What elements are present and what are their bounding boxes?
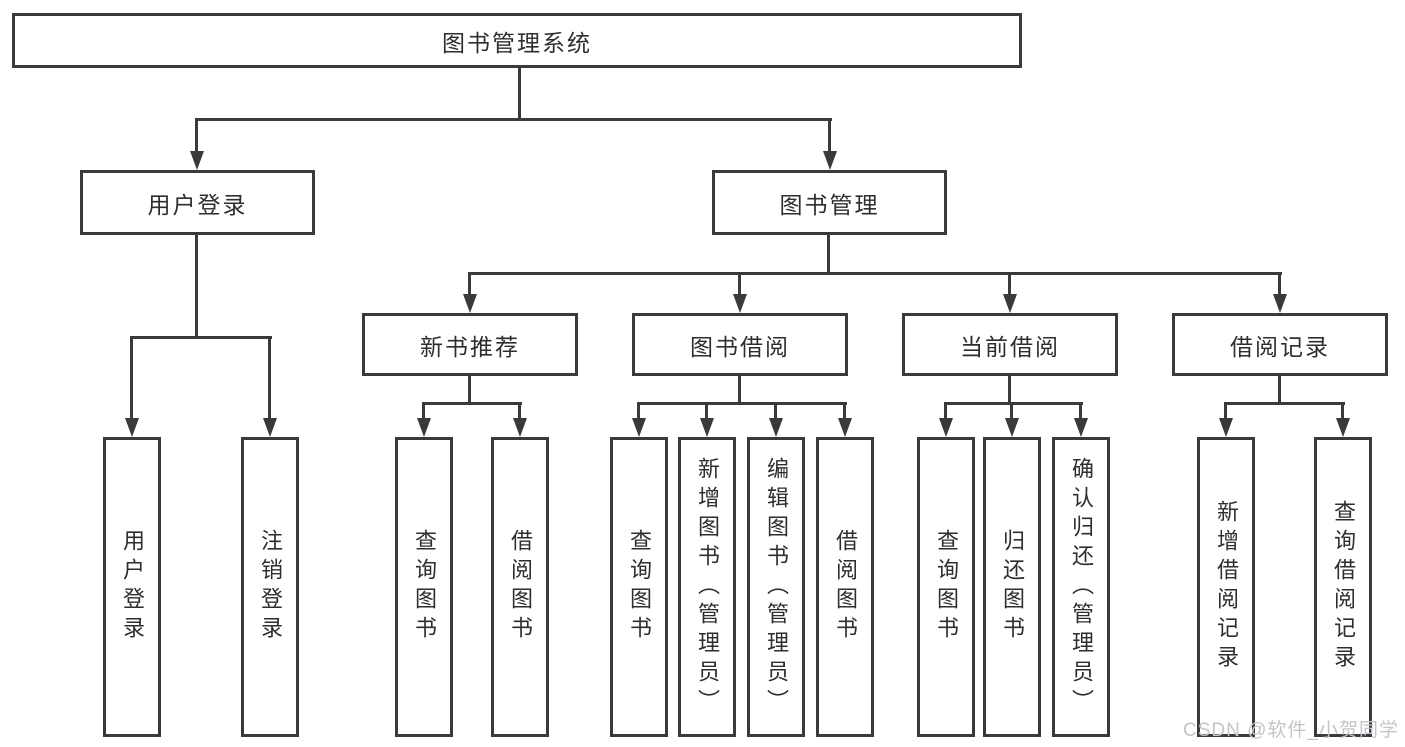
node-book-management: 图书管理 bbox=[712, 170, 947, 235]
arrow-down-icon bbox=[632, 418, 646, 437]
node-book-borrow: 图书借阅 bbox=[632, 313, 848, 376]
arrow-down-icon bbox=[1219, 418, 1233, 437]
leaf-current-confirm-return-admin: 确认归还（管理员） bbox=[1052, 437, 1110, 737]
connector-to-new-book-recommend bbox=[468, 274, 471, 296]
connector-to-book-management bbox=[828, 120, 831, 152]
leaf-current-return-books: 归还图书 bbox=[983, 437, 1041, 737]
arrow-down-icon bbox=[1003, 294, 1017, 313]
connector-to-leaf bbox=[1341, 404, 1344, 420]
connector-book-management-stem bbox=[827, 235, 830, 275]
arrow-down-icon bbox=[1074, 418, 1088, 437]
arrow-down-icon bbox=[733, 294, 747, 313]
arrow-down-icon bbox=[190, 151, 204, 170]
connector-to-leaf bbox=[1010, 404, 1013, 420]
connector-to-borrow-records bbox=[1278, 274, 1281, 296]
connector-recommend-stem bbox=[468, 376, 471, 405]
connector-borrow-stem bbox=[738, 376, 741, 405]
connector-level2-bus bbox=[195, 118, 832, 121]
connector-to-current-borrow bbox=[1008, 274, 1011, 296]
leaf-borrow-edit-books-admin: 编辑图书（管理员） bbox=[747, 437, 805, 737]
arrow-down-icon bbox=[1336, 418, 1350, 437]
arrow-down-icon bbox=[769, 418, 783, 437]
connector-records-stem bbox=[1278, 376, 1281, 405]
arrow-down-icon bbox=[1005, 418, 1019, 437]
node-root-library-system: 图书管理系统 bbox=[12, 13, 1022, 68]
node-current-borrow: 当前借阅 bbox=[902, 313, 1118, 376]
arrow-down-icon bbox=[125, 418, 139, 437]
arrow-down-icon bbox=[939, 418, 953, 437]
connector-to-leaf-logout bbox=[268, 338, 271, 419]
arrow-down-icon bbox=[417, 418, 431, 437]
connector-to-leaf-user-login bbox=[130, 338, 133, 419]
connector-to-leaf bbox=[944, 404, 947, 420]
connector-to-leaf bbox=[705, 404, 708, 420]
node-user-login: 用户登录 bbox=[80, 170, 315, 235]
leaf-borrow-borrow-books: 借阅图书 bbox=[816, 437, 874, 737]
arrow-down-icon bbox=[823, 151, 837, 170]
arrow-down-icon bbox=[700, 418, 714, 437]
leaf-records-search-record: 查询借阅记录 bbox=[1314, 437, 1372, 737]
leaf-borrow-search-books: 查询图书 bbox=[610, 437, 668, 737]
connector-recommend-bus bbox=[422, 402, 522, 405]
connector-to-leaf bbox=[637, 404, 640, 420]
arrow-down-icon bbox=[463, 294, 477, 313]
connector-borrow-bus bbox=[637, 402, 847, 405]
connector-to-leaf bbox=[1224, 404, 1227, 420]
arrow-down-icon bbox=[1273, 294, 1287, 313]
connector-current-bus bbox=[944, 402, 1083, 405]
connector-to-leaf bbox=[422, 404, 425, 420]
csdn-watermark: CSDN @软件_小贺同学 bbox=[1183, 720, 1399, 741]
arrow-down-icon bbox=[838, 418, 852, 437]
leaf-logout: 注销登录 bbox=[241, 437, 299, 737]
connector-level3-bus bbox=[468, 272, 1282, 275]
connector-current-stem bbox=[1008, 376, 1011, 405]
connector-to-leaf bbox=[518, 404, 521, 420]
connector-to-user-login bbox=[195, 120, 198, 152]
leaf-recommend-search-books: 查询图书 bbox=[395, 437, 453, 737]
connector-to-leaf bbox=[774, 404, 777, 420]
node-borrow-records: 借阅记录 bbox=[1172, 313, 1388, 376]
connector-to-leaf bbox=[843, 404, 846, 420]
connector-user-login-bus bbox=[130, 336, 272, 339]
arrow-down-icon bbox=[263, 418, 277, 437]
leaf-records-add-record: 新增借阅记录 bbox=[1197, 437, 1255, 737]
node-new-book-recommend: 新书推荐 bbox=[362, 313, 578, 376]
connector-records-bus bbox=[1224, 402, 1345, 405]
leaf-current-search-books: 查询图书 bbox=[917, 437, 975, 737]
connector-to-leaf bbox=[1079, 404, 1082, 420]
connector-user-login-stem bbox=[195, 235, 198, 339]
leaf-recommend-borrow-books: 借阅图书 bbox=[491, 437, 549, 737]
leaf-user-login: 用户登录 bbox=[103, 437, 161, 737]
arrow-down-icon bbox=[513, 418, 527, 437]
leaf-borrow-add-books-admin: 新增图书（管理员） bbox=[678, 437, 736, 737]
connector-to-book-borrow bbox=[738, 274, 741, 296]
connector-root-stem bbox=[518, 68, 521, 120]
